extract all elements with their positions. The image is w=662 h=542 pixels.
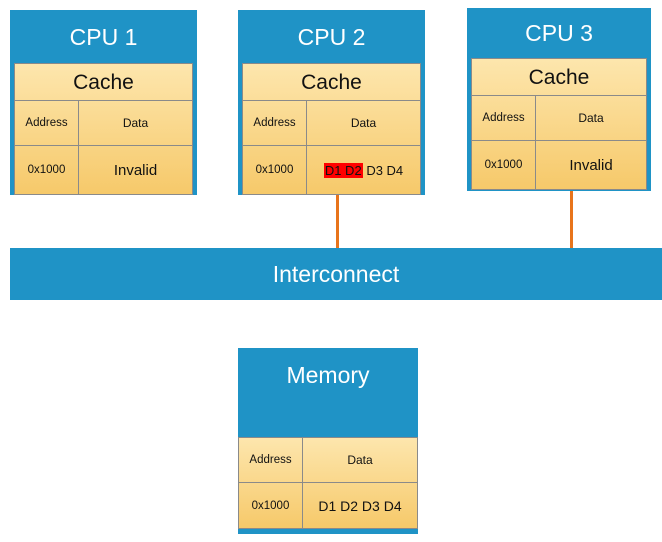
memory-block: Memory Address Data 0x1000 D1 D2 D3 D4: [238, 348, 418, 534]
cpu-1-block: CPU 1 Cache Address Data 0x1000 Invalid: [10, 10, 197, 195]
cpu-3-interconnect-wire: [570, 191, 573, 248]
cpu-3-cache-line-row: 0x1000 Invalid: [472, 141, 646, 189]
cpu-2-data-header: Data: [350, 116, 377, 130]
cpu-3-cache-title: Cache: [472, 59, 646, 96]
cpu-3-cache-header-row: Address Data: [472, 96, 646, 141]
cpu-2-line-data: D1 D2 D3 D4: [307, 146, 420, 194]
cpu-2-title: CPU 2: [297, 24, 366, 50]
cpu-2-cache: Cache Address Data 0x1000 D1 D2 D3 D4: [242, 63, 421, 195]
memory-title: Memory: [286, 362, 370, 388]
cpu-1-cache-header-row: Address Data: [15, 101, 192, 146]
cpu-1-cache-title: Cache: [15, 64, 192, 101]
memory-data-header: Data: [347, 453, 373, 467]
cpu-2-address-header: Address: [243, 101, 307, 145]
cpu-3-line-address: 0x1000: [472, 141, 536, 189]
interconnect-bus: Interconnect: [10, 248, 662, 300]
cpu-1-title: CPU 1: [69, 24, 138, 50]
memory-line-data: D1 D2 D3 D4: [318, 497, 402, 514]
cpu-3-title: CPU 3: [525, 20, 593, 46]
cpu-2-modified-bytes: D1 D2: [323, 162, 363, 178]
cpu-1-cache: Cache Address Data 0x1000 Invalid: [14, 63, 193, 195]
cpu-3-block: CPU 3 Cache Address Data 0x1000 Invalid: [467, 8, 651, 191]
cpu-2-line-address: 0x1000: [243, 146, 307, 194]
cpu-1-data-header: Data: [122, 116, 149, 130]
cpu-3-address-header: Address: [472, 96, 536, 140]
cpu-1-line-address: 0x1000: [15, 146, 79, 194]
memory-table: Address Data 0x1000 D1 D2 D3 D4: [238, 437, 418, 529]
cpu-2-cache-line-row: 0x1000 D1 D2 D3 D4: [243, 146, 420, 194]
cpu-1-cache-line-row: 0x1000 Invalid: [15, 146, 192, 194]
cpu-2-block: CPU 2 Cache Address Data 0x1000 D1 D2 D3…: [238, 10, 425, 195]
cpu-2-cache-title: Cache: [243, 64, 420, 101]
cpu-2-unmodified-bytes: D3 D4: [366, 162, 404, 178]
cpu-2-interconnect-wire: [336, 195, 339, 248]
cpu-3-data-header: Data: [578, 111, 604, 125]
memory-line-address: 0x1000: [239, 483, 303, 528]
cpu-1-line-data: Invalid: [113, 161, 158, 179]
memory-line-row: 0x1000 D1 D2 D3 D4: [239, 483, 417, 528]
cpu-2-cache-header-row: Address Data: [243, 101, 420, 146]
cpu-3-cache: Cache Address Data 0x1000 Invalid: [471, 58, 647, 190]
cpu-3-line-data: Invalid: [569, 156, 613, 174]
cpu-1-address-header: Address: [15, 101, 79, 145]
memory-address-header: Address: [239, 438, 303, 482]
memory-header-row: Address Data: [239, 438, 417, 483]
